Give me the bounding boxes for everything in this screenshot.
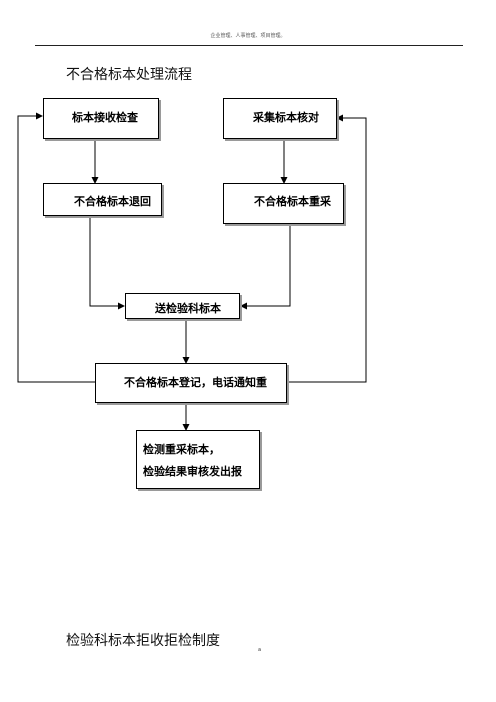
node-specimen-return: 不合格标本退回 — [43, 183, 162, 216]
arrow-return-to-send — [89, 216, 125, 310]
node-specimen-recollect: 不合格标本重采 — [223, 183, 344, 224]
node-label: 标本接收检查 — [72, 111, 138, 124]
node-retest-and-report: 检测重采标本， 检验结果审核发出报 — [136, 430, 260, 489]
node-label-line-1: 检测重采标本， — [143, 443, 220, 456]
node-label: 不合格标本退回 — [74, 195, 151, 208]
node-label: 不合格标本登记，电话通知重 — [124, 376, 267, 389]
header-note: 企业管理、人事管理、项目管理。 — [210, 33, 286, 39]
arrow-register-to-receipt — [17, 112, 95, 383]
node-collected-specimen-check: 采集标本核对 — [223, 98, 337, 139]
node-send-to-lab: 送检验科标本 — [125, 293, 240, 319]
arrow-recollect-to-send — [240, 224, 291, 310]
page-mark: a — [258, 647, 262, 653]
header-rule — [35, 45, 463, 46]
arrow-register-to-check — [287, 114, 367, 383]
node-label: 不合格标本重采 — [254, 195, 331, 208]
node-register-notify: 不合格标本登记，电话通知重 — [95, 363, 287, 403]
node-label-line-2: 检验结果审核发出报 — [143, 465, 242, 478]
node-label: 送检验科标本 — [155, 302, 221, 315]
node-label: 采集标本核对 — [253, 111, 319, 124]
node-specimen-receipt-check: 标本接收检查 — [43, 98, 159, 139]
section-title: 检验科标本拒收拒检制度 — [66, 633, 220, 649]
page-title: 不合格标本处理流程 — [66, 67, 192, 83]
